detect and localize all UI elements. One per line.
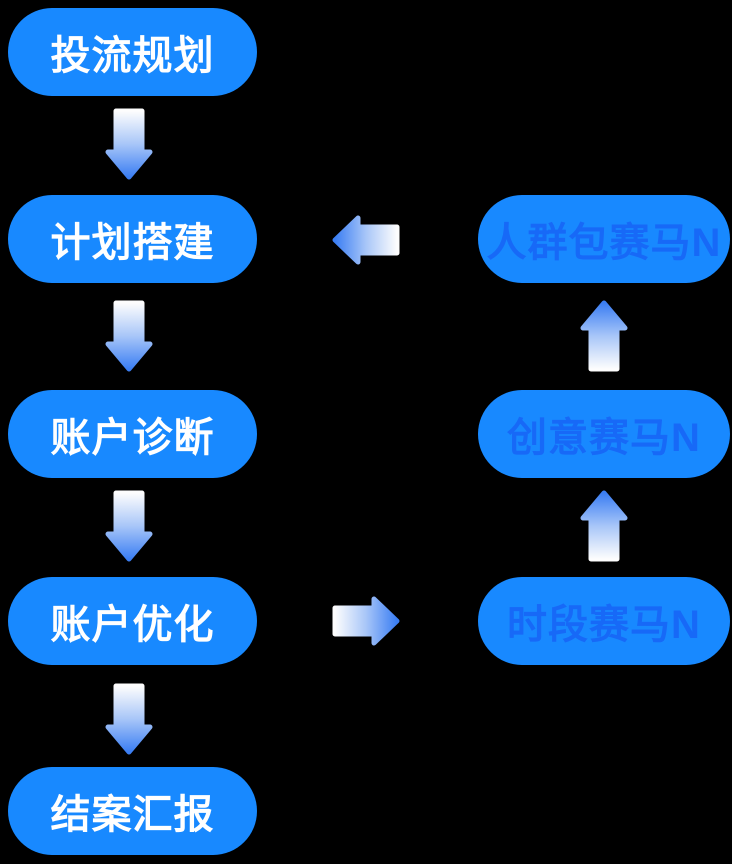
arrow-up-icon xyxy=(580,300,628,372)
arrow-down-icon xyxy=(105,300,153,372)
step-pill-final-report: 结案汇报 xyxy=(8,767,257,855)
step-label: 创意赛马N xyxy=(507,416,701,460)
step-label: 结案汇报 xyxy=(50,793,215,837)
arrow-down-icon xyxy=(105,490,153,562)
step-label: 账户诊断 xyxy=(50,416,215,460)
step-pill-audience-race: 人群包赛马N xyxy=(478,195,730,283)
step-pill-optimization: 账户优化 xyxy=(8,577,257,665)
arrow-up-icon xyxy=(580,490,628,562)
step-pill-planning: 投流规划 xyxy=(8,8,257,96)
arrow-down-icon xyxy=(105,683,153,755)
step-label: 人群包赛马N xyxy=(486,221,722,265)
step-pill-creative-race: 创意赛马N xyxy=(478,390,730,478)
arrow-right-icon xyxy=(332,596,400,646)
arrow-left-icon xyxy=(332,215,400,265)
step-label: 时段赛马N xyxy=(507,603,701,647)
step-label: 投流规划 xyxy=(50,34,215,78)
step-pill-timeslot-race: 时段赛马N xyxy=(478,577,730,665)
step-pill-diagnosis: 账户诊断 xyxy=(8,390,257,478)
step-label: 计划搭建 xyxy=(50,221,215,265)
step-pill-build: 计划搭建 xyxy=(8,195,257,283)
arrow-down-icon xyxy=(105,108,153,180)
step-label: 账户优化 xyxy=(50,603,215,647)
